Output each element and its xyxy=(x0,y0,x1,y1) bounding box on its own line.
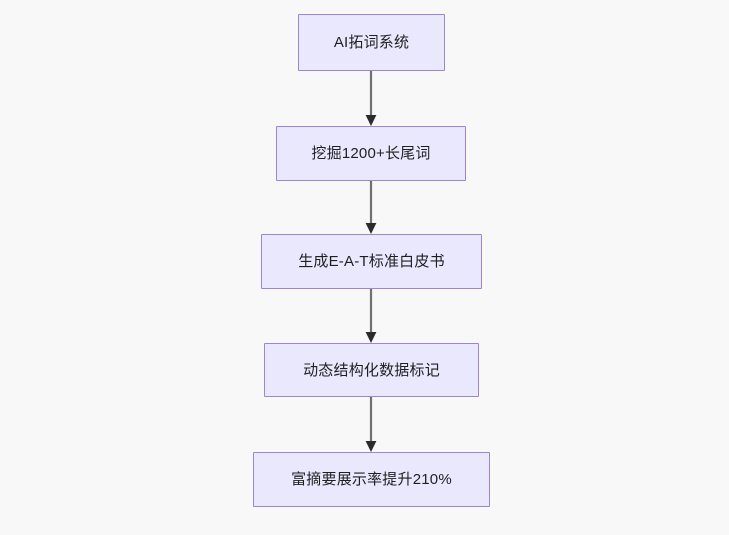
flowchart-node-label: 挖掘1200+长尾词 xyxy=(311,145,431,162)
arrow-down-icon xyxy=(365,223,377,234)
flowchart-connector-2 xyxy=(364,181,378,234)
flowchart-node-rich-snippet-impression-lift[interactable]: 富摘要展示率提升210% xyxy=(253,452,490,507)
flowchart-node-dynamic-structured-data-markup[interactable]: 动态结构化数据标记 xyxy=(264,343,479,397)
flowchart-node-label: 动态结构化数据标记 xyxy=(303,361,440,379)
flowchart-node-label: 生成E-A-T标准白皮书 xyxy=(298,253,445,270)
flowchart-node-label: 富摘要展示率提升210% xyxy=(291,471,452,488)
flowchart-node-ai-keyword-system[interactable]: AI拓词系统 xyxy=(298,14,445,71)
flowchart-node-label: AI拓词系统 xyxy=(333,34,410,51)
flowchart-connector-1 xyxy=(364,71,378,126)
arrow-down-icon xyxy=(365,332,377,343)
flowchart-connector-3 xyxy=(364,289,378,343)
flowchart-node-generate-eat-whitepaper[interactable]: 生成E-A-T标准白皮书 xyxy=(261,234,482,289)
flowchart-node-mine-longtail-keywords[interactable]: 挖掘1200+长尾词 xyxy=(276,126,466,181)
flowchart-connector-4 xyxy=(364,397,378,452)
arrow-down-icon xyxy=(365,115,377,126)
arrow-down-icon xyxy=(365,441,377,452)
